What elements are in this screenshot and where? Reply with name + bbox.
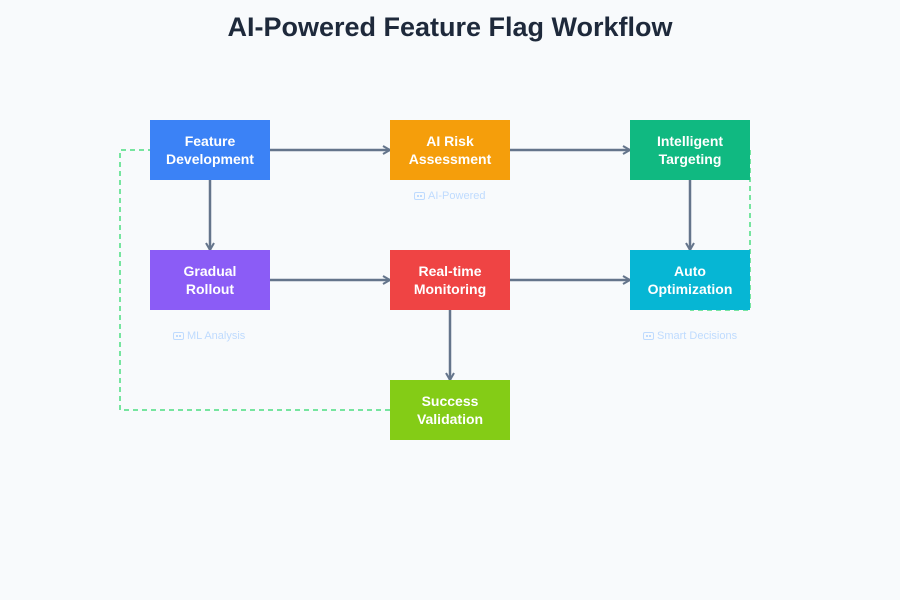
feedback-loop-targeting-optimization: [690, 150, 751, 311]
node-label-line2: Assessment: [408, 151, 492, 167]
node-label-line1: Real-time: [418, 263, 482, 279]
node-success-validation: Success Validation: [390, 380, 510, 440]
node-intelligent-targeting: Intelligent Targeting: [630, 120, 750, 180]
robot-icon: [414, 192, 425, 200]
node-label-line2: Targeting: [658, 151, 722, 167]
ai-label-text: AI-Powered: [428, 190, 486, 202]
ai-label-text: Smart Decisions: [657, 330, 738, 342]
feedback-loop-validation-to-development: [119, 149, 390, 411]
node-label-line2: Rollout: [185, 281, 235, 297]
node-label-line1: Success: [421, 393, 479, 409]
node-label-line1: Feature: [184, 133, 236, 149]
node-gradual-rollout: Gradual Rollout: [150, 250, 270, 310]
node-label-line1: Auto: [674, 263, 706, 279]
node-label-line1: Gradual: [183, 263, 237, 279]
ai-label-ai-powered: AI-Powered: [414, 190, 485, 202]
node-label-line1: AI Risk: [426, 133, 474, 149]
diagram-title: AI-Powered Feature Flag Workflow: [227, 12, 673, 42]
node-label-line2: Monitoring: [413, 281, 487, 297]
node-label-line2: Validation: [416, 411, 484, 427]
node-realtime-monitoring: Real-time Monitoring: [390, 250, 510, 310]
node-auto-optimization: Auto Optimization: [630, 250, 750, 310]
ai-label-text: ML Analysis: [187, 330, 246, 342]
node-label-line2: Optimization: [647, 281, 733, 297]
ai-label-smart-decisions: Smart Decisions: [643, 330, 737, 342]
robot-icon: [643, 332, 654, 340]
node-feature-development: Feature Development: [150, 120, 270, 180]
node-ai-risk-assessment: AI Risk Assessment: [390, 120, 510, 180]
robot-icon: [173, 332, 184, 340]
node-label-line2: Development: [166, 151, 254, 167]
node-label-line1: Intelligent: [656, 133, 724, 149]
ai-label-ml-analysis: ML Analysis: [173, 330, 245, 342]
